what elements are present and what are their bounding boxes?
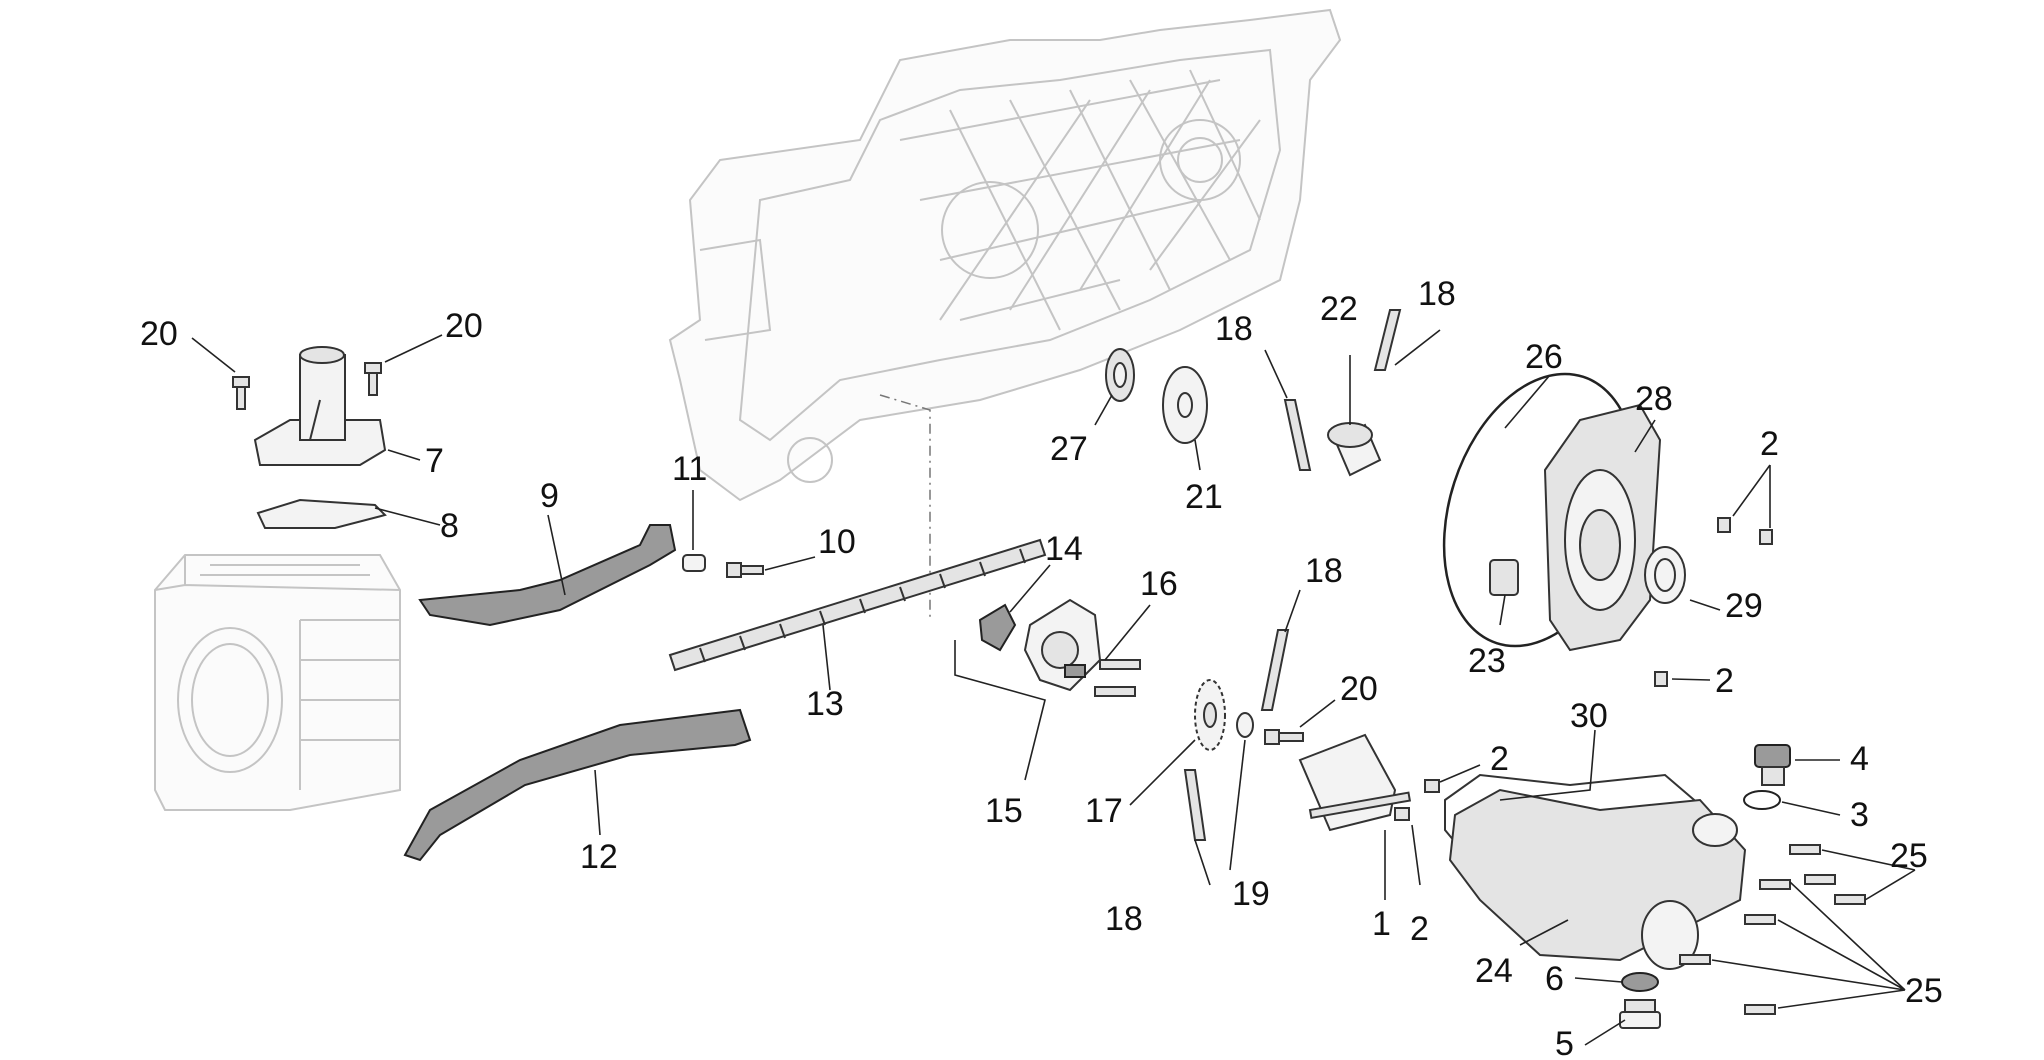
label-8: 8 (440, 507, 459, 545)
label-1: 1 (1372, 905, 1391, 943)
label-7: 7 (425, 442, 444, 480)
oil-pump-part (1023, 598, 1102, 692)
label-6: 6 (1545, 960, 1564, 998)
label-2-bottom: 2 (1410, 910, 1429, 948)
label-14: 14 (1045, 530, 1083, 568)
cover-screws-part (1654, 517, 1773, 687)
crankcase-outline (668, 8, 1342, 502)
chain-link-pins-part (1183, 309, 1402, 841)
label-24: 24 (1475, 952, 1513, 990)
label-27: 27 (1050, 430, 1088, 468)
strainer-screws-part (1394, 779, 1440, 821)
alignment-guide (879, 394, 931, 620)
upper-chain-guide-part (418, 524, 677, 627)
pump-screws-part (1094, 659, 1141, 697)
label-15: 15 (985, 792, 1023, 830)
label-30: 30 (1570, 697, 1608, 735)
label-20-right: 20 (445, 307, 483, 345)
label-23: 23 (1468, 642, 1506, 680)
label-22: 22 (1320, 290, 1358, 328)
washer-screw-part (1236, 712, 1304, 745)
label-11: 11 (672, 450, 707, 488)
oil-sump-part (1448, 788, 1747, 970)
label-28: 28 (1635, 380, 1673, 418)
timing-chain-part (668, 538, 1047, 672)
label-26: 26 (1525, 338, 1563, 376)
drain-plug-part (1619, 999, 1661, 1029)
bearing-part (1327, 422, 1382, 477)
label-13: 13 (806, 685, 844, 723)
label-18-c: 18 (1305, 552, 1343, 590)
guide-screw-part (726, 562, 764, 578)
plug-part (1489, 559, 1519, 596)
lower-chain-guide-part (403, 708, 752, 862)
label-17: 17 (1085, 792, 1123, 830)
label-3: 3 (1850, 796, 1869, 834)
oil-strainer-part (1298, 733, 1412, 832)
part-number-labels: 20 20 7 8 9 11 10 14 13 16 12 15 17 27 2… (140, 275, 1943, 1060)
pump-gasket-part (978, 603, 1017, 652)
label-19: 19 (1232, 875, 1270, 913)
label-10: 10 (818, 523, 856, 561)
label-18-d: 18 (1105, 900, 1143, 938)
label-20-left: 20 (140, 315, 178, 353)
washer-part (1162, 366, 1208, 444)
cap-o-ring-part (1743, 790, 1781, 810)
oil-seal-part (1644, 546, 1686, 604)
label-4: 4 (1850, 740, 1869, 778)
label-29: 29 (1725, 587, 1763, 625)
label-18-b: 18 (1418, 275, 1456, 313)
spacer-gear-part (1105, 348, 1135, 402)
label-5: 5 (1555, 1025, 1574, 1060)
label-2-mid: 2 (1715, 662, 1734, 700)
cylinder-outline (154, 554, 401, 811)
chain-tensioner-part (253, 346, 387, 466)
label-16: 16 (1140, 565, 1178, 603)
drain-washer-part (1621, 972, 1659, 992)
label-2-top: 2 (1760, 425, 1779, 463)
label-12: 12 (580, 838, 618, 876)
tensioner-screws-part (232, 362, 382, 410)
bushing-part (682, 554, 706, 572)
label-21: 21 (1185, 478, 1223, 516)
tensioner-gasket-part (256, 498, 387, 529)
label-18-a: 18 (1215, 310, 1253, 348)
sump-screws-part (1679, 844, 1866, 1015)
pump-sprocket-part (1194, 679, 1226, 751)
label-25-lower: 25 (1905, 972, 1943, 1010)
label-20-lower: 20 (1340, 670, 1378, 708)
label-2-strainer: 2 (1490, 740, 1509, 778)
label-25-upper: 25 (1890, 837, 1928, 875)
oil-filler-cap-part (1754, 744, 1791, 786)
clutch-cover-part (1543, 403, 1662, 652)
label-9: 9 (540, 477, 559, 515)
leader-lines (191, 329, 1916, 1046)
